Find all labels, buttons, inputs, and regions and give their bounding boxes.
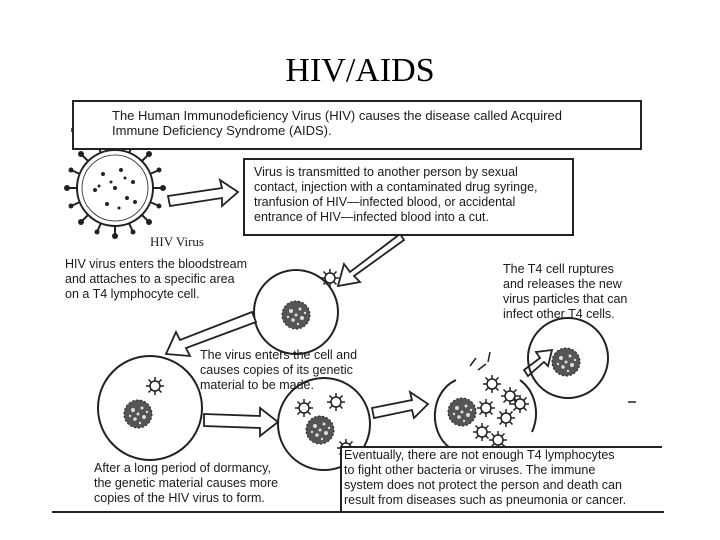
transmission-line2: contact, injection with a contaminated d… [254, 180, 538, 195]
bottom-rule [52, 511, 664, 513]
eventually-text-line4: result from diseases such as pneumonia o… [344, 493, 626, 508]
ruptured-cell-icon [435, 352, 536, 456]
eventually-text-line2: to fight other bacteria or viruses. The … [344, 463, 595, 478]
arrow-box-to-cell [338, 234, 404, 286]
transmission-line4: entrance of HIV—infected blood into a cu… [254, 210, 489, 225]
rupture-text-line1: The T4 cell ruptures [503, 262, 614, 277]
eventually-text-line3: system does not protect the person and d… [344, 478, 622, 493]
hiv-virus-label: HIV Virus [150, 234, 204, 249]
rupture-text-line2: and releases the new [503, 277, 622, 292]
dormancy-text-line1: After a long period of dormancy, [94, 461, 271, 476]
enter-text-line3: on a T4 lymphocyte cell. [65, 287, 200, 302]
t4-cell-attach-icon [254, 269, 339, 354]
copies-text-line2: causes copies of its genetic [200, 363, 353, 378]
rupture-text-line3: virus particles that can [503, 292, 627, 307]
transmission-line3: tranfusion of HIV—infected blood, or acc… [254, 195, 515, 210]
arrow-cell3-to-ruptured [372, 392, 428, 418]
intro-text-line2: Immune Deficiency Syndrome (AIDS). [112, 123, 332, 138]
copies-text-line3: material to be made. [200, 378, 314, 393]
dormancy-text-line2: the genetic material causes more [94, 476, 278, 491]
copies-text-line1: The virus enters the cell and [200, 348, 357, 363]
enter-text-line1: HIV virus enters the bloodstream [65, 257, 247, 272]
enter-text-line2: and attaches to a specific area [65, 272, 235, 287]
intro-text-line1: The Human Immunodeficiency Virus (HIV) c… [112, 108, 562, 123]
t4-cell-dormant-icon [98, 356, 202, 460]
hiv-virus-icon [64, 137, 166, 239]
transmission-line1: Virus is transmitted to another person b… [254, 165, 518, 180]
rupture-text-line4: infect other T4 cells. [503, 307, 615, 322]
arrow-cell2-to-cell3 [204, 408, 278, 436]
dormancy-text-line3: copies of the HIV virus to form. [94, 491, 265, 506]
arrow-virus-to-box [168, 180, 238, 206]
eventually-text-line1: Eventually, there are not enough T4 lymp… [344, 448, 615, 463]
